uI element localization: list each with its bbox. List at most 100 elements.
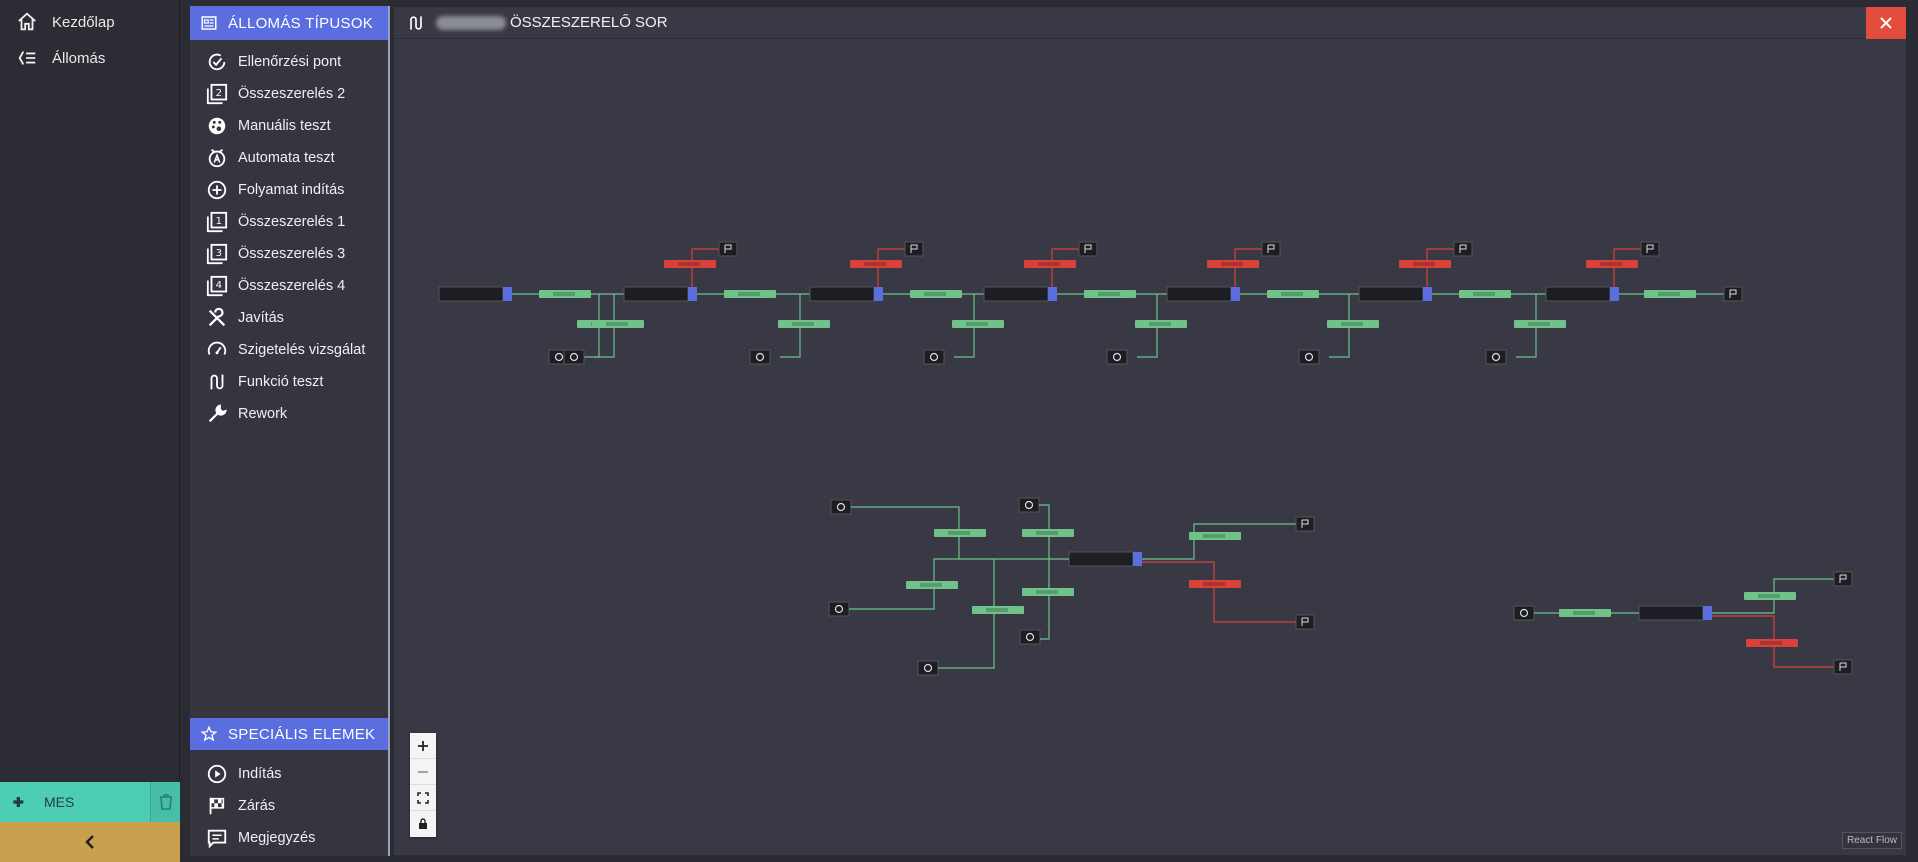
mes-button[interactable]: MES <box>0 782 150 822</box>
station-item-label: Összeszerelés 3 <box>238 246 346 262</box>
play-icon[interactable] <box>1112 352 1122 362</box>
play-icon[interactable] <box>836 502 846 512</box>
station-item-auto-test[interactable]: Automata teszt <box>190 142 388 174</box>
station-node[interactable] <box>809 286 875 302</box>
station-output-handle[interactable] <box>688 287 697 301</box>
station-output-handle[interactable] <box>1703 606 1712 620</box>
start-node[interactable] <box>830 499 852 515</box>
start-node[interactable] <box>917 660 939 676</box>
station-output-handle[interactable] <box>1423 287 1432 301</box>
play-icon[interactable] <box>554 352 564 362</box>
zoom-out-button[interactable] <box>410 759 436 785</box>
station-node[interactable] <box>1358 286 1424 302</box>
flag-icon[interactable] <box>1459 244 1467 253</box>
station-item-assembly-2[interactable]: 2 Összeszerelés 2 <box>190 78 388 110</box>
svg-text:4: 4 <box>216 280 222 291</box>
station-output-handle[interactable] <box>503 287 512 301</box>
station-output-handle[interactable] <box>1231 287 1240 301</box>
start-node[interactable] <box>923 349 945 365</box>
station-item-assembly-4[interactable]: 4 Összeszerelés 4 <box>190 270 388 302</box>
edge-label <box>850 260 902 268</box>
flag-icon[interactable] <box>1267 244 1275 253</box>
edge-label-inner <box>1758 594 1780 598</box>
start-node[interactable] <box>1513 605 1535 621</box>
edge-label <box>1514 320 1566 328</box>
edge-label-inner <box>920 583 942 587</box>
station-node[interactable] <box>1638 605 1704 621</box>
station-item-rework[interactable]: Rework <box>190 398 388 430</box>
flag-icon[interactable] <box>1839 662 1847 671</box>
station-item-checkpoint[interactable]: Ellenőrzési pont <box>190 46 388 78</box>
lock-button[interactable] <box>410 811 436 837</box>
box-1-icon: 1 <box>206 211 228 233</box>
station-node[interactable] <box>1068 551 1134 567</box>
start-node[interactable] <box>1019 629 1041 645</box>
edge-label <box>906 581 958 589</box>
flag-icon[interactable] <box>1301 617 1309 626</box>
start-node[interactable] <box>749 349 771 365</box>
nav-item-home[interactable]: Kezdőlap <box>0 4 179 40</box>
station-item-insulation-test[interactable]: Szigetelés vizsgálat <box>190 334 388 366</box>
station-item-repair[interactable]: Javítás <box>190 302 388 334</box>
station-node[interactable] <box>1166 286 1232 302</box>
flag-icon[interactable] <box>1839 574 1847 583</box>
station-output-handle[interactable] <box>1610 287 1619 301</box>
start-node[interactable] <box>1298 349 1320 365</box>
start-node[interactable] <box>1018 497 1040 513</box>
collapse-sidebar-button[interactable] <box>0 822 180 862</box>
edge-line <box>851 506 960 559</box>
start-node[interactable] <box>563 349 585 365</box>
station-node[interactable] <box>438 286 504 302</box>
play-icon[interactable] <box>929 352 939 362</box>
edge-line <box>1039 504 1050 640</box>
start-node[interactable] <box>1106 349 1128 365</box>
zoom-in-button[interactable] <box>410 733 436 759</box>
edge-label-inner <box>1528 322 1550 326</box>
station-output-handle[interactable] <box>874 287 883 301</box>
play-icon[interactable] <box>1025 632 1035 642</box>
special-item-start[interactable]: Indítás <box>190 758 388 790</box>
start-node[interactable] <box>1485 349 1507 365</box>
station-item-assembly-1[interactable]: 1 Összeszerelés 1 <box>190 206 388 238</box>
play-icon <box>207 764 227 784</box>
play-icon[interactable] <box>755 352 765 362</box>
play-icon[interactable] <box>923 663 933 673</box>
delete-button[interactable] <box>150 782 180 822</box>
station-output-handle[interactable] <box>1048 287 1057 301</box>
left-navigation: Kezdőlap Állomás MES <box>0 0 180 862</box>
station-item-manual-test[interactable]: Manuális teszt <box>190 110 388 142</box>
flag-icon[interactable] <box>1084 244 1092 253</box>
play-icon[interactable] <box>569 352 579 362</box>
play-icon[interactable] <box>834 604 844 614</box>
start-node[interactable] <box>828 601 850 617</box>
special-item-close[interactable]: Zárás <box>190 790 388 822</box>
play-icon[interactable] <box>1024 500 1034 510</box>
edge-label <box>1189 532 1241 540</box>
station-type-list: Ellenőrzési pont 2 Összeszerelés 2 Manuá… <box>190 40 388 430</box>
special-item-note[interactable]: Megjegyzés <box>190 822 388 854</box>
flag-icon[interactable] <box>1301 519 1309 528</box>
station-node[interactable] <box>1545 286 1611 302</box>
nav-item-station[interactable]: Állomás <box>0 40 179 76</box>
station-node[interactable] <box>983 286 1049 302</box>
station-node[interactable] <box>623 286 689 302</box>
station-item-process-start[interactable]: Folyamat indítás <box>190 174 388 206</box>
flag-icon[interactable] <box>724 244 732 253</box>
plus-circle-icon <box>207 180 227 200</box>
fit-view-button[interactable] <box>410 785 436 811</box>
station-output-handle[interactable] <box>1133 552 1142 566</box>
play-icon[interactable] <box>1519 608 1529 618</box>
svg-text:1: 1 <box>216 216 222 227</box>
play-icon[interactable] <box>1491 352 1501 362</box>
flag-icon[interactable] <box>910 244 918 253</box>
flow-diagram[interactable] <box>394 39 1906 855</box>
play-icon[interactable] <box>1304 352 1314 362</box>
close-button[interactable] <box>1866 7 1906 39</box>
station-item-function-test[interactable]: Funkció teszt <box>190 366 388 398</box>
station-item-assembly-3[interactable]: 3 Összeszerelés 3 <box>190 238 388 270</box>
edge-label-inner <box>1203 534 1225 538</box>
canvas-title: ÖSSZESZERELŐ SOR <box>510 14 668 31</box>
flag-icon[interactable] <box>1729 289 1737 298</box>
special-item-label: Indítás <box>238 766 282 782</box>
flag-icon[interactable] <box>1646 244 1654 253</box>
